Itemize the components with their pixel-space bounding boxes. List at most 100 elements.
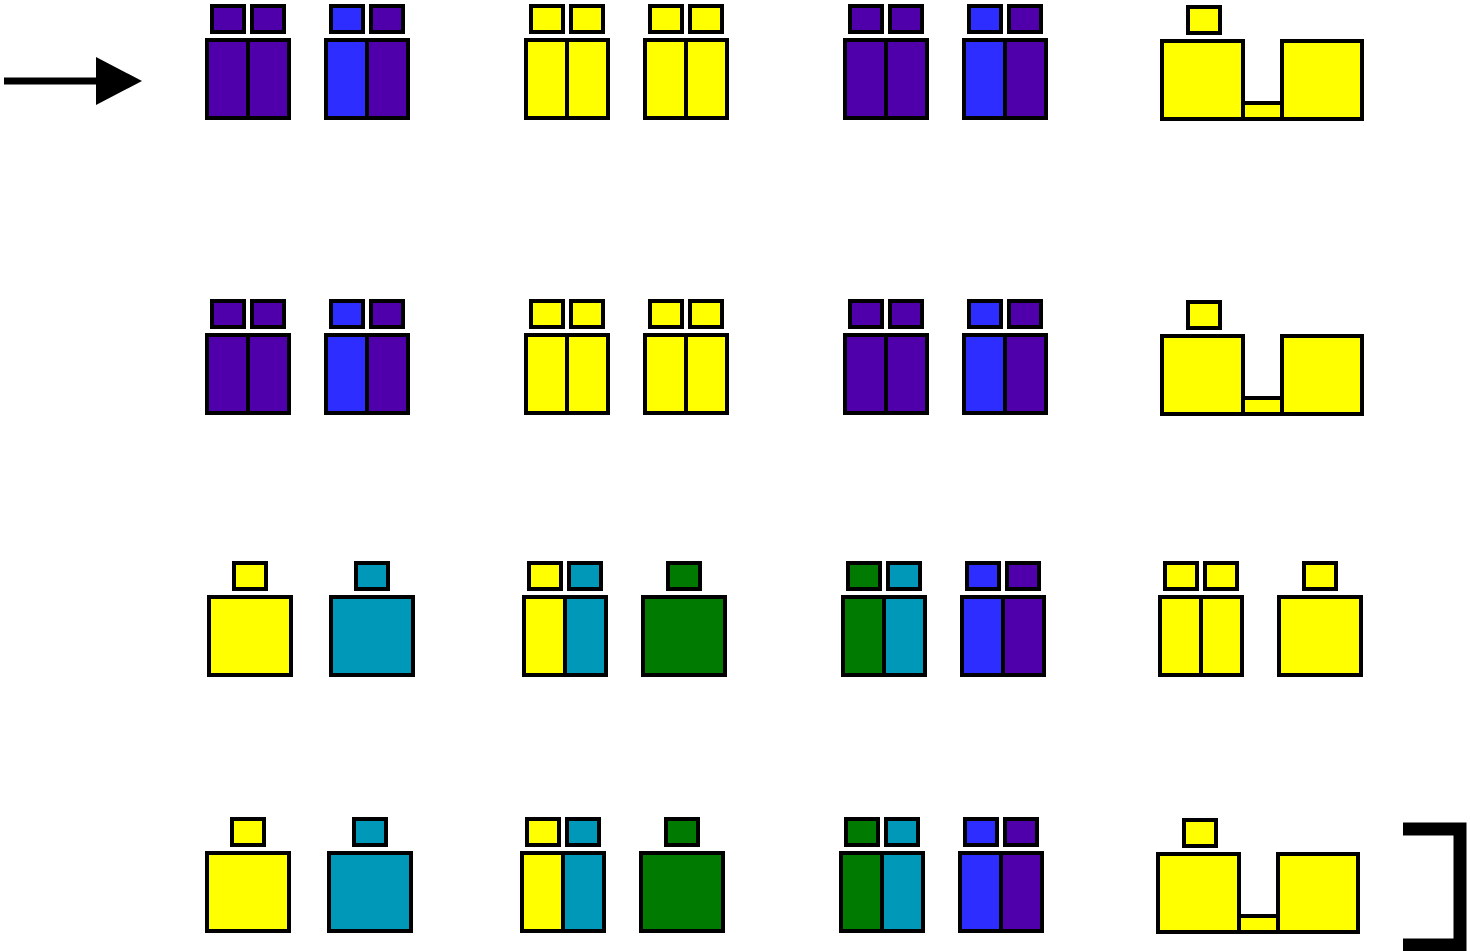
body-left bbox=[1160, 597, 1201, 675]
cap-left bbox=[850, 6, 882, 32]
body-left bbox=[845, 335, 886, 413]
body-right bbox=[884, 597, 925, 675]
bridge-left-body bbox=[1162, 336, 1243, 414]
body-single bbox=[209, 597, 291, 675]
body-single bbox=[1279, 597, 1361, 675]
cap-right bbox=[888, 563, 920, 589]
cap-left bbox=[969, 301, 1001, 327]
cap-right bbox=[252, 301, 284, 327]
pair-piece bbox=[645, 6, 727, 118]
pair-piece bbox=[964, 301, 1046, 413]
bridge-left-body bbox=[1158, 854, 1239, 932]
cap-single bbox=[666, 819, 698, 845]
cap-right bbox=[571, 6, 603, 32]
closing-bracket-icon bbox=[1403, 829, 1460, 951]
row-3 bbox=[209, 563, 1361, 675]
body-left bbox=[964, 335, 1005, 413]
body-right bbox=[367, 335, 408, 413]
cap-left bbox=[1165, 563, 1197, 589]
body-right bbox=[886, 335, 927, 413]
cap-right bbox=[1009, 301, 1041, 327]
pair-piece bbox=[522, 819, 604, 931]
cap-right bbox=[890, 6, 922, 32]
cap-left bbox=[212, 301, 244, 327]
cap-left bbox=[850, 301, 882, 327]
single-piece bbox=[209, 563, 291, 675]
body-left bbox=[964, 40, 1005, 118]
body-right bbox=[686, 40, 727, 118]
cap-right bbox=[252, 6, 284, 32]
arrow-head bbox=[96, 57, 142, 105]
bridge-link bbox=[1243, 398, 1282, 414]
body-left bbox=[207, 335, 248, 413]
single-piece bbox=[331, 563, 413, 675]
cap-left bbox=[529, 563, 561, 589]
cap-left bbox=[650, 6, 682, 32]
pair-piece bbox=[526, 6, 608, 118]
cap-right bbox=[1007, 563, 1039, 589]
cap-left bbox=[331, 301, 363, 327]
body-left bbox=[526, 335, 567, 413]
body-right bbox=[1003, 597, 1044, 675]
cap-left bbox=[527, 819, 559, 845]
body-right bbox=[686, 335, 727, 413]
cap-right bbox=[371, 301, 403, 327]
bridge-left-body bbox=[1162, 41, 1243, 119]
body-left bbox=[326, 335, 367, 413]
pair-piece bbox=[326, 301, 408, 413]
cap-left bbox=[212, 6, 244, 32]
body-right bbox=[886, 40, 927, 118]
single-piece bbox=[1279, 563, 1361, 675]
single-piece bbox=[643, 563, 725, 675]
bridge-piece bbox=[1162, 7, 1362, 119]
pair-piece bbox=[524, 563, 606, 675]
pair-piece bbox=[845, 301, 927, 413]
body-right bbox=[567, 335, 608, 413]
body-right bbox=[1201, 597, 1242, 675]
bridge-right-body bbox=[1278, 854, 1358, 932]
body-right bbox=[567, 40, 608, 118]
bridge-link bbox=[1243, 103, 1282, 119]
cap-single bbox=[232, 819, 264, 845]
cap-right bbox=[569, 563, 601, 589]
row-1 bbox=[207, 6, 1362, 119]
rows-layer bbox=[207, 6, 1362, 932]
cap-left bbox=[969, 6, 1001, 32]
body-right bbox=[563, 853, 604, 931]
body-single bbox=[329, 853, 411, 931]
body-left bbox=[843, 597, 884, 675]
pair-piece bbox=[845, 6, 927, 118]
body-right bbox=[1005, 335, 1046, 413]
row-4 bbox=[207, 819, 1358, 932]
cap-right bbox=[690, 6, 722, 32]
pair-piece bbox=[1160, 563, 1242, 675]
cap-right bbox=[1009, 6, 1041, 32]
body-left bbox=[524, 597, 565, 675]
cap-left bbox=[531, 301, 563, 327]
body-left bbox=[526, 40, 567, 118]
row-2 bbox=[207, 301, 1362, 414]
cap-single bbox=[1304, 563, 1336, 589]
pair-piece bbox=[964, 6, 1046, 118]
body-single bbox=[641, 853, 723, 931]
body-right bbox=[367, 40, 408, 118]
cap-right bbox=[690, 301, 722, 327]
pair-piece bbox=[645, 301, 727, 413]
bridge-right-body bbox=[1282, 41, 1362, 119]
cap-right bbox=[886, 819, 918, 845]
cap-left bbox=[848, 563, 880, 589]
cap-left bbox=[967, 563, 999, 589]
body-left bbox=[841, 853, 882, 931]
cap-single bbox=[354, 819, 386, 845]
pair-piece bbox=[207, 301, 289, 413]
body-left bbox=[645, 40, 686, 118]
cap-right bbox=[371, 6, 403, 32]
row-pointer-arrow-icon bbox=[4, 57, 142, 105]
pair-piece bbox=[843, 563, 925, 675]
cap-left bbox=[531, 6, 563, 32]
single-piece bbox=[641, 819, 723, 931]
bridge-piece bbox=[1162, 302, 1362, 414]
body-right bbox=[1005, 40, 1046, 118]
pair-piece bbox=[841, 819, 923, 931]
